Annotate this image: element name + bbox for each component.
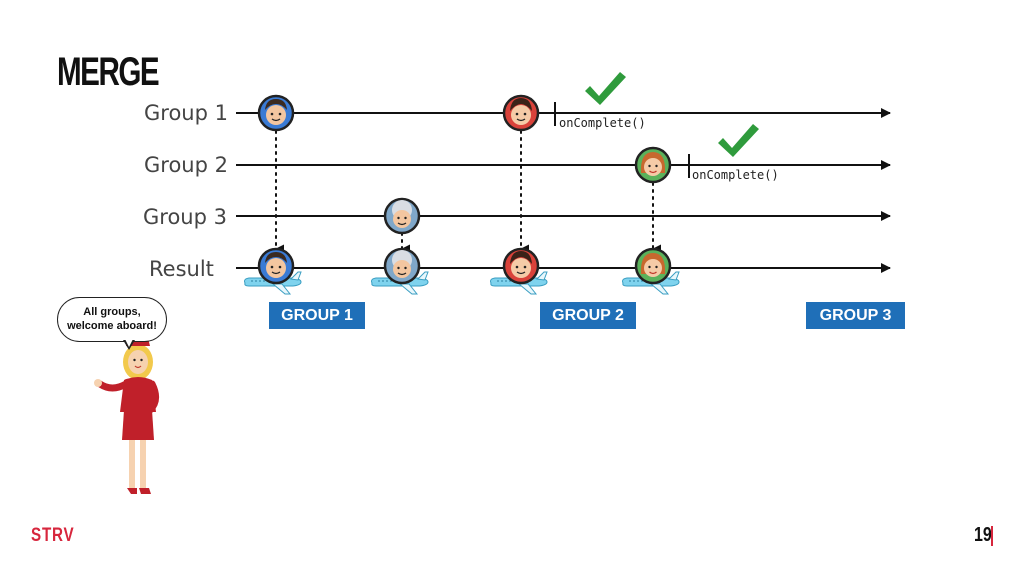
page-number: 19 bbox=[974, 524, 992, 546]
avatar-girl-icon bbox=[634, 247, 672, 285]
avatar-grandma-icon bbox=[383, 247, 421, 285]
group-2-badge: GROUP 2 bbox=[540, 302, 636, 329]
speech-bubble-tail-inner bbox=[125, 339, 133, 347]
row-label-group-1: Group 1 bbox=[144, 101, 228, 125]
slide-title: MERGE bbox=[57, 50, 160, 94]
page-number-accent bbox=[991, 526, 993, 546]
avatar-girl-icon bbox=[634, 146, 672, 184]
speech-bubble: All groups, welcome aboard! bbox=[57, 297, 167, 342]
on-complete-label-group-2: onComplete() bbox=[692, 168, 779, 182]
speech-bubble-line-2: welcome aboard! bbox=[67, 320, 157, 332]
group-1-badge: GROUP 1 bbox=[269, 302, 365, 329]
avatar-boy-icon bbox=[257, 94, 295, 132]
group-3-badge: GROUP 3 bbox=[806, 302, 905, 329]
row-label-group-2: Group 2 bbox=[144, 153, 228, 177]
check-icon-group-1 bbox=[585, 72, 626, 105]
on-complete-label-group-1: onComplete() bbox=[559, 116, 646, 130]
row-label-group-3: Group 3 bbox=[143, 205, 227, 229]
avatar-boy-icon bbox=[257, 247, 295, 285]
brand-logo: STRV bbox=[31, 525, 75, 546]
check-icon-group-2 bbox=[718, 124, 759, 157]
avatar-grandma-icon bbox=[383, 197, 421, 235]
avatar-boy-icon bbox=[502, 247, 540, 285]
row-label-result: Result bbox=[149, 257, 214, 281]
avatar-boy-icon bbox=[502, 94, 540, 132]
flight-attendant-illustration bbox=[94, 338, 159, 494]
speech-bubble-line-1: All groups, bbox=[83, 306, 141, 318]
